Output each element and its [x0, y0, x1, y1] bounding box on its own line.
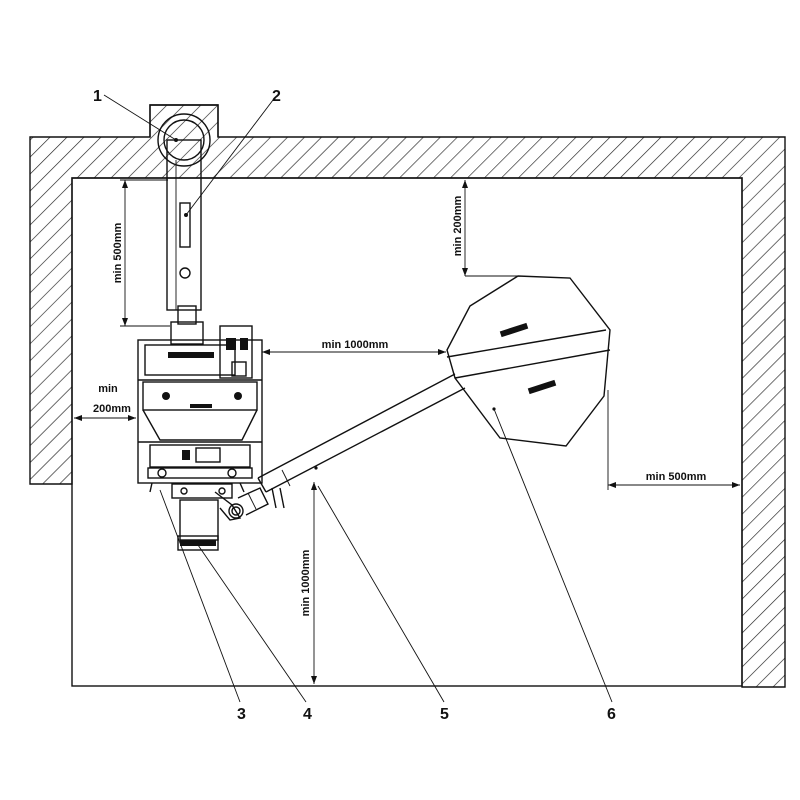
dimension-lines	[74, 179, 740, 684]
flue-cleanout-slot	[179, 202, 191, 248]
callout-2-connector: 2	[272, 88, 281, 105]
callout-numbers: 1 2 3 4 5 6	[93, 88, 616, 723]
walls	[29, 104, 786, 688]
hopper-lid-handle-2	[527, 379, 557, 395]
chimney-flue-outer	[157, 113, 211, 167]
boiler	[137, 325, 263, 484]
dim-right-horizontal: min 500mm	[646, 471, 707, 483]
burner-motor	[179, 499, 219, 541]
callout-4-burner: 4	[303, 706, 312, 723]
dimension-labels: min 500mm min 200mm min 200mm min 1000mm…	[93, 196, 706, 617]
boiler-body	[137, 339, 263, 484]
callout-leaders	[103, 94, 613, 703]
callout-5-auger: 5	[440, 706, 449, 723]
burner-feeder	[149, 482, 285, 551]
callout-6-hopper: 6	[607, 706, 616, 723]
flue-damper	[179, 267, 191, 279]
flue-connector	[166, 139, 202, 311]
dim-left-wall-line2: 200mm	[93, 403, 131, 415]
hopper-lid-handle	[499, 322, 529, 338]
dim-left-wall-line1: min	[98, 383, 118, 395]
dim-middle-horizontal: min 1000mm	[322, 339, 389, 351]
room-outline	[71, 177, 743, 687]
auger-conveyor	[257, 373, 466, 493]
callout-1-flue: 1	[93, 88, 102, 105]
dim-right-top-vertical: min 200mm	[452, 196, 464, 257]
callout-3-boiler: 3	[237, 706, 246, 723]
hopper-outline	[446, 275, 611, 447]
pellet-hopper	[446, 275, 611, 447]
chimney-niche	[149, 104, 219, 137]
dim-bottom-vertical: min 1000mm	[300, 549, 312, 616]
chimney-flue-inner	[163, 119, 205, 161]
flue-pipe	[157, 113, 211, 345]
dim-top-left-vertical: min 500mm	[112, 223, 124, 284]
